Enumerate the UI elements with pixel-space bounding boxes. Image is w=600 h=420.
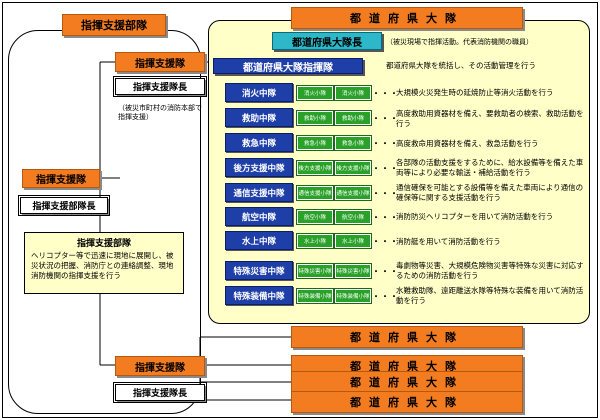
platoon: 航空小隊	[296, 209, 334, 225]
platoon: 特殊災害小隊	[296, 263, 334, 279]
dots: ・・・	[372, 139, 399, 148]
dots: ・・・	[372, 89, 399, 98]
dots: ・・・	[372, 114, 399, 123]
unit-water: 水上中隊	[225, 231, 293, 250]
platoon: 特殊装備小隊	[296, 288, 334, 304]
unit-logistics: 後方支援中隊	[225, 158, 293, 177]
command-unit-desc: 都道府県大隊を統括し、その活動管理を行う	[386, 61, 536, 70]
unit-logistics-desc: 各部隊の活動支援をするために、給水設備等を備えた車両等により必要な輸送・補給活動…	[396, 158, 584, 177]
command-support-info-box: 指揮支援部隊 ヘリコプター等で迅速に現地に展開し、被災状況の把握、消防庁との連絡…	[24, 232, 184, 294]
platoon: 消火小隊	[334, 85, 372, 101]
unit-special-equipment-desc: 水難救助隊、遠距離送水隊等特殊な装備を用いて消防活動を行う	[396, 286, 584, 305]
platoon: 航空小隊	[334, 209, 372, 225]
prefecture-battalion-chief: 都道府県大隊長	[272, 32, 382, 50]
platoon: 救急小隊	[334, 135, 372, 151]
unit-water-desc: 消防艇を用いて消防活動を行う	[396, 237, 501, 246]
command-support-group-chief: 指揮支援部隊長	[18, 195, 110, 216]
unit-communications-platoons: 通信支援小隊通信支援小隊	[296, 185, 372, 201]
platoon: 特殊災害小隊	[334, 263, 372, 279]
unit-water-platoons: 水上小隊水上小隊	[296, 233, 372, 249]
dots: ・・・	[372, 164, 399, 173]
platoon: 通信支援小隊	[334, 185, 372, 201]
platoon: 救助小隊	[334, 110, 372, 126]
dots: ・・・	[372, 267, 399, 276]
prefecture-battalion-command-unit: 都道府県大隊指揮隊	[213, 58, 363, 74]
platoon: 後方支援小隊	[334, 160, 372, 176]
unit-ems-platoons: 救急小隊救急小隊	[296, 135, 372, 151]
bottom-command-support-unit: 指揮支援隊	[115, 356, 205, 376]
chief-note: （被災現場で指揮活動。代表消防機関の職員）	[386, 38, 533, 46]
unit-rescue-desc: 高度救助用資器材を備え、要救助者の検索、救助活動を行う	[396, 109, 584, 128]
dots: ・・・	[372, 189, 399, 198]
unit-fire-platoons: 消火小隊消火小隊	[296, 85, 372, 101]
prefecture-battalion-4: 都道府県大隊	[291, 371, 523, 393]
top-unit-note: （被災市町村の消防本部で指揮支援）	[118, 104, 202, 121]
unit-aviation-platoons: 航空小隊航空小隊	[296, 209, 372, 225]
unit-special-equipment: 特殊装備中隊	[225, 286, 293, 305]
prefecture-battalion-5: 都道府県大隊	[291, 391, 523, 413]
top-command-support-unit: 指揮支援隊	[115, 52, 205, 72]
platoon: 特殊装備小隊	[334, 288, 372, 304]
dots: ・・・	[372, 237, 399, 246]
unit-special-disaster-platoons: 特殊災害小隊特殊災害小隊	[296, 263, 372, 279]
unit-aviation-desc: 消防防災ヘリコプターを用いて消防活動を行う	[396, 212, 554, 221]
unit-logistics-platoons: 後方支援小隊後方支援小隊	[296, 160, 372, 176]
info-text: ヘリコプター等で迅速に現地に展開し、被災状況の把握、消防庁との連絡調整、現地消防…	[31, 251, 174, 280]
unit-aviation: 航空中隊	[225, 207, 293, 226]
platoon: 消火小隊	[296, 85, 334, 101]
platoon: 水上小隊	[296, 233, 334, 249]
platoon: 後方支援小隊	[296, 160, 334, 176]
top-command-support-chief: 指揮支援隊長	[113, 76, 207, 97]
unit-fire-desc: 大規模火災発生時の延焼防止等消火活動を行う	[396, 88, 554, 97]
unit-communications-desc: 通信確保を可能とする設備等を備えた車両により通信の確保等に関する支援活動を行う	[396, 183, 584, 202]
platoon: 救助小隊	[296, 110, 334, 126]
dots: ・・・	[372, 213, 399, 222]
command-support-header: 指揮支援部隊	[62, 14, 166, 36]
prefecture-battalion-header: 都道府県大隊	[291, 7, 523, 29]
unit-special-equipment-platoons: 特殊装備小隊特殊装備小隊	[296, 288, 372, 304]
mid-command-support-unit: 指揮支援隊	[22, 169, 100, 188]
unit-fire: 消火中隊	[225, 83, 293, 102]
platoon: 通信支援小隊	[296, 185, 334, 201]
bottom-command-support-chief: 指揮支援隊長	[113, 382, 207, 403]
dots: ・・・	[372, 292, 399, 301]
unit-special-disaster: 特殊災害中隊	[225, 261, 293, 280]
platoon: 水上小隊	[334, 233, 372, 249]
unit-communications: 通信支援中隊	[225, 183, 293, 202]
info-title: 指揮支援部隊	[76, 239, 131, 249]
unit-ems: 救急中隊	[225, 133, 293, 152]
prefecture-battalion-2: 都道府県大隊	[291, 326, 523, 348]
unit-ems-desc: 高度救命用資器材を備え、救急活動を行う	[396, 139, 539, 148]
unit-rescue-platoons: 救助小隊救助小隊	[296, 110, 372, 126]
platoon: 救急小隊	[296, 135, 334, 151]
unit-rescue: 救助中隊	[225, 108, 293, 127]
unit-special-disaster-desc: 毒劇物等災害、大規模危険物災害等特殊な災害に対応するための消防活動を行う	[396, 261, 584, 280]
